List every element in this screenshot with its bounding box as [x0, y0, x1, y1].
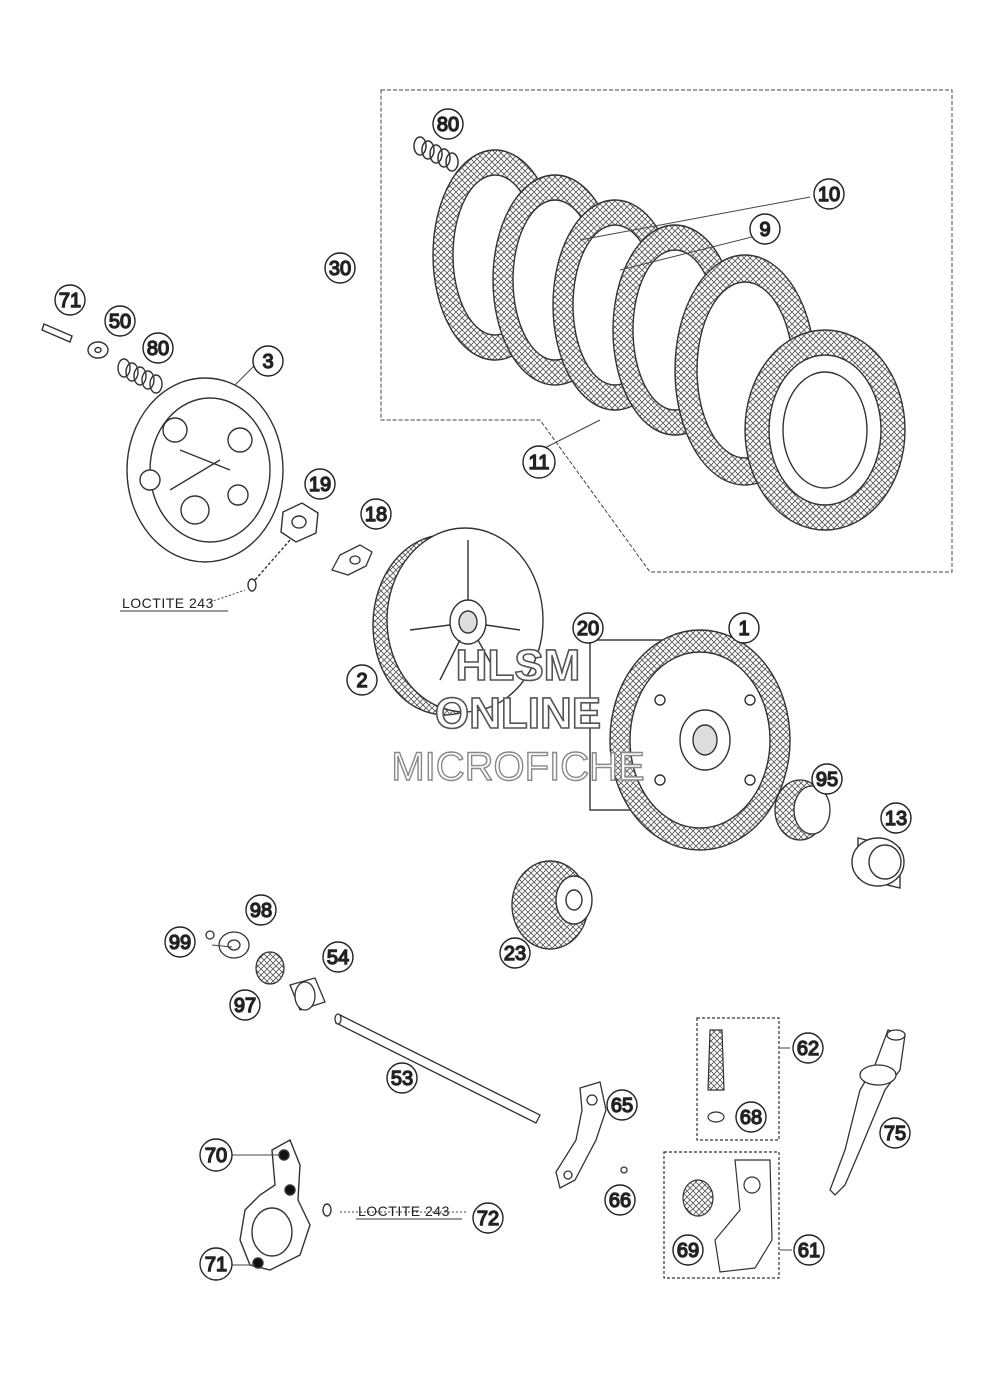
pressure-plate: [126, 377, 284, 563]
callout-68[interactable]: 68: [735, 1101, 767, 1133]
bushing: [851, 837, 905, 889]
callout-65-lever[interactable]: 65: [606, 1089, 638, 1121]
callout-label: 68: [740, 1107, 762, 1129]
callout-label: 61: [798, 1240, 820, 1262]
callout-18-lock-washer[interactable]: 18: [360, 498, 392, 530]
callout-75-slave-cylinder[interactable]: 75: [879, 1117, 911, 1149]
callout-label: 30: [329, 258, 351, 280]
callout-label: 13: [885, 808, 907, 830]
callout-label: 99: [169, 932, 191, 954]
callout-label: 97: [234, 995, 256, 1017]
callout-69[interactable]: 69: [672, 1234, 704, 1266]
callout-11-steel-plate[interactable]: 11: [522, 445, 556, 479]
clutch-actuator-kit: [663, 1151, 780, 1279]
watermark: HLSM ONLINE MICROFICHE: [391, 640, 646, 790]
callout-72[interactable]: 72: [472, 1202, 504, 1234]
callout-label: 19: [309, 474, 331, 496]
push-rod: [334, 1013, 541, 1124]
callout-label: 66: [609, 1190, 631, 1212]
callout-9-friction-plate[interactable]: 9: [749, 213, 781, 245]
callout-label: 70: [205, 1145, 227, 1167]
callout-97[interactable]: 97: [229, 989, 261, 1021]
callout-label: 23: [504, 943, 526, 965]
callout-label: 20: [577, 618, 599, 640]
callout-99[interactable]: 99: [164, 926, 196, 958]
callout-71-bolt-bottom[interactable]: 71: [199, 1247, 233, 1281]
callout-label: 18: [365, 504, 387, 526]
callout-label: 10: [818, 184, 840, 206]
callout-62-kit[interactable]: 62: [792, 1032, 824, 1064]
callouts: 80 10 9 30 71 50 80 3 11 19 18 20 1 2 95…: [54, 108, 912, 1281]
callout-23-gear[interactable]: 23: [499, 937, 531, 969]
primary-gear: [511, 860, 593, 950]
loctite-note-upper: LOCTITE 243: [122, 595, 214, 611]
callout-label: 9: [759, 219, 770, 241]
callout-label: 11: [529, 452, 550, 474]
release-lever: [555, 1081, 628, 1189]
callout-label: 53: [391, 1068, 413, 1090]
callout-30[interactable]: 30: [324, 252, 356, 284]
callout-54[interactable]: 54: [322, 941, 354, 973]
callout-61-kit[interactable]: 61: [793, 1234, 825, 1266]
callout-label: 62: [797, 1038, 819, 1060]
callout-10-plate-kit[interactable]: 10: [813, 178, 845, 210]
callout-label: 72: [477, 1208, 499, 1230]
callout-1-outer-basket[interactable]: 1: [728, 612, 760, 644]
callout-53-push-rod[interactable]: 53: [386, 1062, 418, 1094]
clutch-plates-stack: [432, 149, 906, 531]
callout-20[interactable]: 20: [572, 612, 604, 644]
callout-label: 95: [816, 769, 838, 791]
slave-cylinder: [829, 1029, 906, 1196]
callout-label: 71: [59, 290, 81, 312]
callout-66[interactable]: 66: [604, 1184, 636, 1216]
slave-cylinder-kit: [696, 1017, 780, 1141]
bolt-washer-spring: [41, 323, 163, 394]
spring-top: [413, 136, 459, 172]
callout-80-spring-top[interactable]: 80: [432, 108, 464, 140]
watermark-line3: MICROFICHE: [391, 745, 644, 789]
callout-label: 69: [677, 1240, 699, 1262]
callout-label: 3: [262, 351, 273, 373]
nut-19: [247, 502, 319, 592]
outer-clutch-basket: [589, 629, 791, 851]
callout-label: 98: [250, 900, 272, 922]
clutch-plate-kit-frame: [380, 89, 953, 573]
callout-95-needle-bearing[interactable]: 95: [811, 763, 843, 795]
loctite-note-lower: LOCTITE 243: [358, 1203, 450, 1219]
callout-2-inner-hub[interactable]: 2: [346, 664, 378, 696]
callout-label: 1: [738, 618, 749, 640]
callout-71-bolt-top[interactable]: 71: [54, 284, 86, 316]
callout-50-washer[interactable]: 50: [104, 305, 136, 337]
callout-label: 71: [205, 1254, 227, 1276]
callout-label: 50: [109, 311, 131, 333]
callout-3-pressure-plate[interactable]: 3: [252, 345, 284, 377]
callout-label: 80: [147, 338, 169, 360]
callout-label: 75: [884, 1123, 906, 1145]
callout-label: 65: [611, 1095, 633, 1117]
callout-13-bushing[interactable]: 13: [880, 802, 912, 834]
needle-bearing: [774, 779, 831, 841]
callout-98[interactable]: 98: [245, 894, 277, 926]
callout-label: 80: [437, 114, 459, 136]
callout-80-spring[interactable]: 80: [142, 332, 174, 364]
callout-label: 2: [356, 670, 367, 692]
watermark-line2: ONLINE: [435, 689, 601, 738]
inner-clutch-hub: [372, 527, 544, 716]
callout-label: 54: [327, 947, 349, 969]
cover-plate: [239, 1139, 332, 1271]
lock-washer-18: [331, 544, 373, 576]
watermark-line1: HLSM: [456, 641, 581, 690]
callout-19-nut[interactable]: 19: [304, 468, 336, 500]
callout-70-cover[interactable]: 70: [199, 1138, 233, 1172]
push-rod-small-parts: [205, 930, 326, 1011]
